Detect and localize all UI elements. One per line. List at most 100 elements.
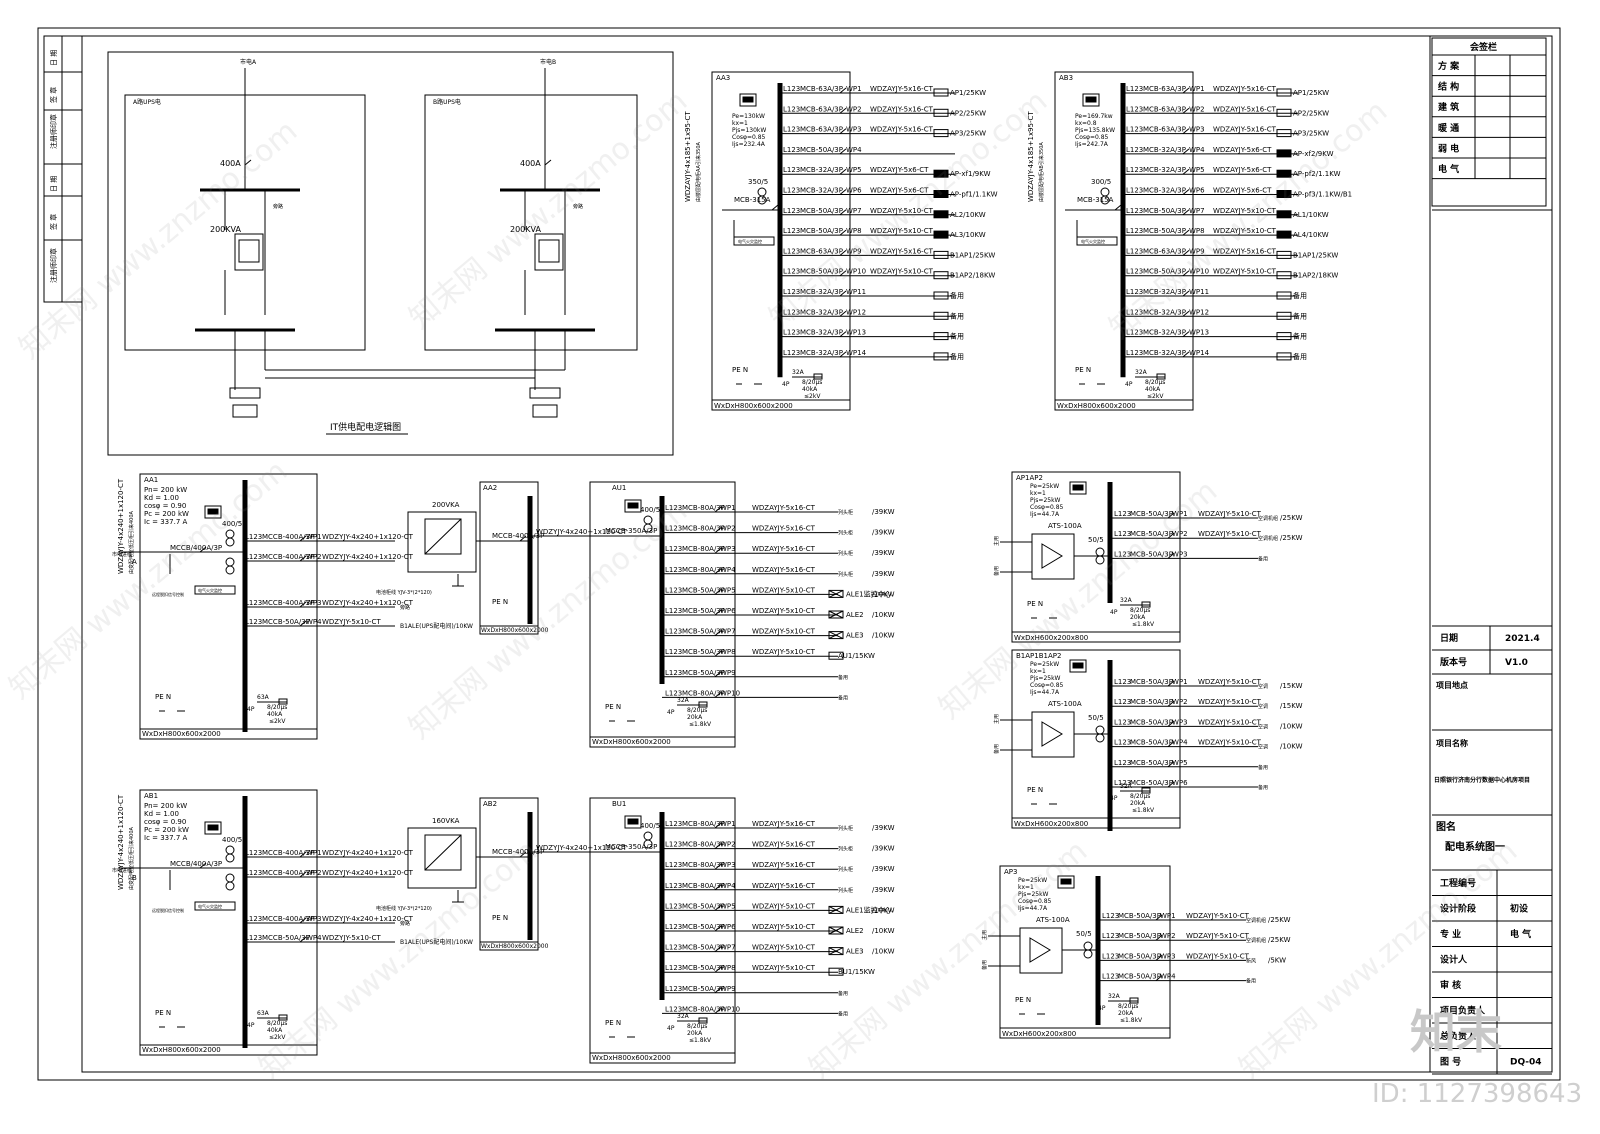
circuit-phase: L123: [245, 849, 262, 857]
meter-display-icon: [627, 818, 639, 825]
ups-rating: 160VKA: [432, 817, 460, 825]
circuit-id: WP1: [846, 85, 862, 93]
circuit-cable: WDZAYJY-5x16-CT: [752, 504, 816, 512]
source-side: B: [132, 874, 137, 882]
circuit-cable: WDZAYJY-5x10-CT: [1198, 698, 1262, 706]
main-breaker-rating: 400A: [520, 159, 541, 168]
circuit-breaker: MCB-80A/3P: [682, 504, 725, 512]
circuit-phase: L123: [1126, 126, 1143, 134]
panel-parameter: Cosφ=0.85: [732, 134, 766, 141]
circuit-load: AP-pf3/1.1KW/B1: [1293, 191, 1352, 199]
spd-voltage: ≤1.8kV: [689, 1037, 712, 1044]
circuit-cable: WDZAYJY-5x6-CT: [870, 187, 929, 195]
remote-trip-label: 远程脱扣信号控制: [152, 907, 184, 913]
spd-pole: 4P: [1125, 381, 1133, 388]
panel-name: AA2: [483, 484, 497, 492]
circuit-cable: WDZYJY-4x240+1x120-CT: [322, 849, 414, 857]
circuit-breaker: MCB-50A/3P: [682, 628, 725, 636]
circuit-phase: L123: [665, 525, 682, 533]
breaker-symbol: [714, 884, 722, 891]
spd-pole: 4P: [1110, 609, 1118, 616]
panel-parameter: kx=1: [1018, 884, 1034, 891]
circuit-phase: L123: [245, 553, 262, 561]
circuit-phase: L123: [1102, 952, 1119, 960]
light-load-icon: [828, 589, 844, 598]
incoming-note: 由变配电室低压柜引来400A: [128, 826, 135, 890]
circuit-phase: L123: [245, 533, 262, 541]
circuit-phase: L123: [1126, 85, 1143, 93]
circuit-cable: WDZYJY-5x10-CT: [322, 934, 381, 942]
circuit-phase: L123: [1126, 329, 1143, 337]
panel-frame: [711, 71, 851, 411]
circuit-id: WP8: [846, 227, 862, 235]
spd-icon: [813, 373, 823, 380]
breaker-symbol: [1167, 700, 1175, 707]
circuit-breaker: MCB-50A/3P: [800, 207, 843, 215]
circuit-id: WP3: [1189, 126, 1205, 134]
circuit-breaker: MCCB-400A/3P: [262, 915, 314, 923]
circuit-breaker: MCB-50A/3P: [800, 227, 843, 235]
panel-parameter: Pjs=25kW: [1018, 891, 1049, 898]
title-value: DQ-04: [1510, 1058, 1542, 1068]
panel-name: AP1AP2: [1016, 474, 1043, 482]
pe-n-label: PE N: [732, 366, 748, 374]
circuit-breaker: MCB-80A/3P: [682, 841, 725, 849]
circuit-phase: L123: [1114, 779, 1131, 787]
project-label: 项目名称: [1436, 738, 1468, 748]
load-box-icon: [1276, 291, 1292, 300]
pdu-icon: [529, 387, 561, 399]
main-breaker: MCCB-350A/3P: [605, 527, 657, 535]
breaker-symbol: [714, 822, 722, 829]
circuit-load: AP1/25KW: [950, 89, 986, 97]
circuit-label: 空调机组: [1246, 937, 1266, 944]
circuit-phase: L123: [665, 841, 682, 849]
pe-n-label: PE N: [155, 1009, 171, 1017]
breaker-symbol: [714, 589, 722, 595]
panel-parameter: Ic = 337.7 A: [144, 834, 187, 842]
circuit-id: WP5: [1189, 166, 1205, 174]
fire-monitor-label: 电气火灾监控: [738, 238, 762, 244]
circuit-load: /10KW: [872, 590, 895, 598]
panel-frame: [1011, 471, 1181, 643]
circuit-cable: WDZYJY-4x240+1x120-CT: [322, 915, 414, 923]
circuit-label: 备用: [838, 990, 848, 997]
breaker-symbol: [299, 601, 307, 608]
circuit-breaker: MCB-32A/3P: [800, 329, 843, 337]
spd-voltage: ≤1.8kV: [1132, 807, 1155, 814]
circuit-label: 列头柜: [838, 866, 853, 873]
circuit-breaker: MCB-50A/3P: [1130, 718, 1173, 726]
circuit-id: WP4: [720, 882, 736, 890]
circuit-cable: WDZAYJY-5x10-CT: [1213, 207, 1277, 215]
circuit-phase: L123: [1114, 510, 1131, 518]
circuit-load: AL1/10KW: [1293, 211, 1329, 219]
circuit-label: 空调机组: [1258, 515, 1278, 522]
incoming-cable: WDZAYJY-4x185+1x95-CT: [1027, 111, 1035, 202]
panel-name: AA1: [144, 476, 158, 484]
circuit-breaker: MCCB-400A/3P: [262, 869, 314, 877]
spd-wave: 8/20μs: [687, 1023, 707, 1030]
circuit-id: WP2: [1172, 530, 1188, 538]
ct-symbol: [643, 831, 653, 841]
meter-icon: [204, 821, 222, 835]
source-label: 市电进线: [112, 867, 132, 874]
circuit-breaker: MCCB-50A/3P: [262, 934, 310, 942]
spd-current: 40kA: [267, 1027, 283, 1034]
spd-rating: 32A: [1135, 369, 1148, 376]
spd-wave: 8/20μs: [687, 707, 707, 714]
circuit-cable: WDZAYJY-5x6-CT: [1213, 187, 1272, 195]
panel-parameter: Pjs=25kW: [1030, 675, 1061, 682]
ct-symbol: [1095, 555, 1105, 565]
circuit-load: /39KW: [872, 886, 895, 894]
circuit-load: /39KW: [872, 865, 895, 873]
circuit-phase: L123: [665, 964, 682, 972]
panel-aa3: AA3Pe=130kWkx=1Pjs=130kWCosφ=0.85Ijs=232…: [684, 71, 998, 411]
load-box-icon: [1276, 149, 1292, 158]
circuit-cable: WDZAYJY-5x16-CT: [752, 545, 816, 553]
ups-icon: [424, 834, 462, 871]
circuit-id: WP5: [846, 166, 862, 174]
panel-frame: [1011, 649, 1181, 829]
circuit-cable: WDZAYJY-5x16-CT: [752, 566, 816, 574]
panel-parameter: kx=1: [1030, 668, 1046, 675]
load-box-icon: [1276, 129, 1292, 138]
ups-rating: 200VKA: [432, 501, 460, 509]
